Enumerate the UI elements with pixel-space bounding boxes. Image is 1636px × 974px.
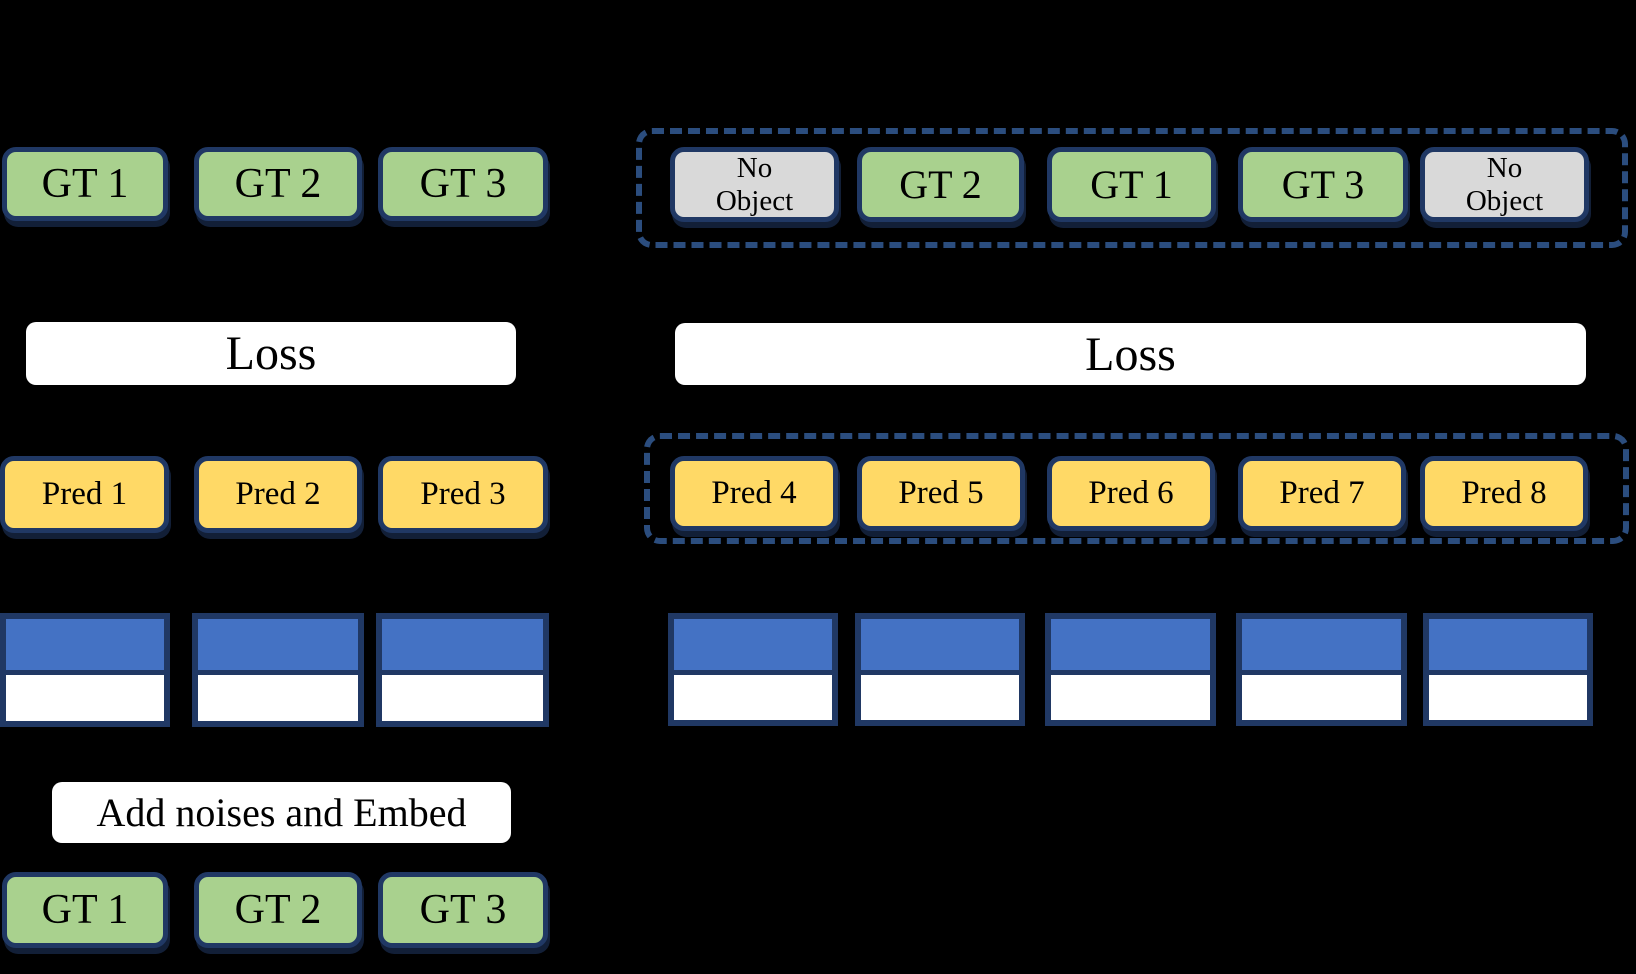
gt-box: GT 2 [194,147,362,221]
gt-box: GT 1 [2,147,168,221]
pred-box: Pred 1 [0,456,169,533]
query-box [192,613,364,727]
pred-box: Pred 3 [378,456,548,533]
pred-box: Pred 8 [1420,456,1588,531]
input-gt-box: GT 1 [2,872,168,948]
gt-box: GT 3 [378,147,548,221]
add-noises-embed-bar: Add noises and Embed [52,782,511,843]
pred-box: Pred 5 [857,456,1025,531]
query-content-segment [6,619,164,676]
query-content-segment [861,619,1019,675]
query-box [668,613,838,726]
query-content-segment [382,619,543,676]
query-box [1236,613,1407,726]
query-content-segment [1429,619,1587,675]
pred-box: Pred 2 [194,456,362,533]
input-gt-box: GT 3 [378,872,548,948]
query-content-segment [1242,619,1401,675]
pred-box: Pred 6 [1047,456,1215,531]
query-box [0,613,170,727]
gt-box: GT 3 [1238,147,1408,222]
no-object-label: No Object [715,152,794,217]
query-box [1045,613,1216,726]
no-object-box: No Object [670,147,839,222]
gt-box: GT 2 [857,147,1024,222]
query-content-segment [1051,619,1210,675]
no-object-box: No Object [1420,147,1589,222]
no-object-label: No Object [1465,152,1544,217]
input-gt-box: GT 2 [194,872,362,948]
loss-bar: Loss [26,322,516,385]
query-box [1423,613,1593,726]
assigned-gt-group [636,128,1628,248]
matching-pred-group [644,433,1629,544]
query-box [855,613,1025,726]
pred-box: Pred 4 [670,456,838,531]
loss-bar: Loss [675,323,1586,385]
query-box [376,613,549,727]
gt-box: GT 1 [1047,147,1216,222]
pred-box: Pred 7 [1238,456,1406,531]
query-content-segment [198,619,358,676]
query-content-segment [674,619,832,675]
